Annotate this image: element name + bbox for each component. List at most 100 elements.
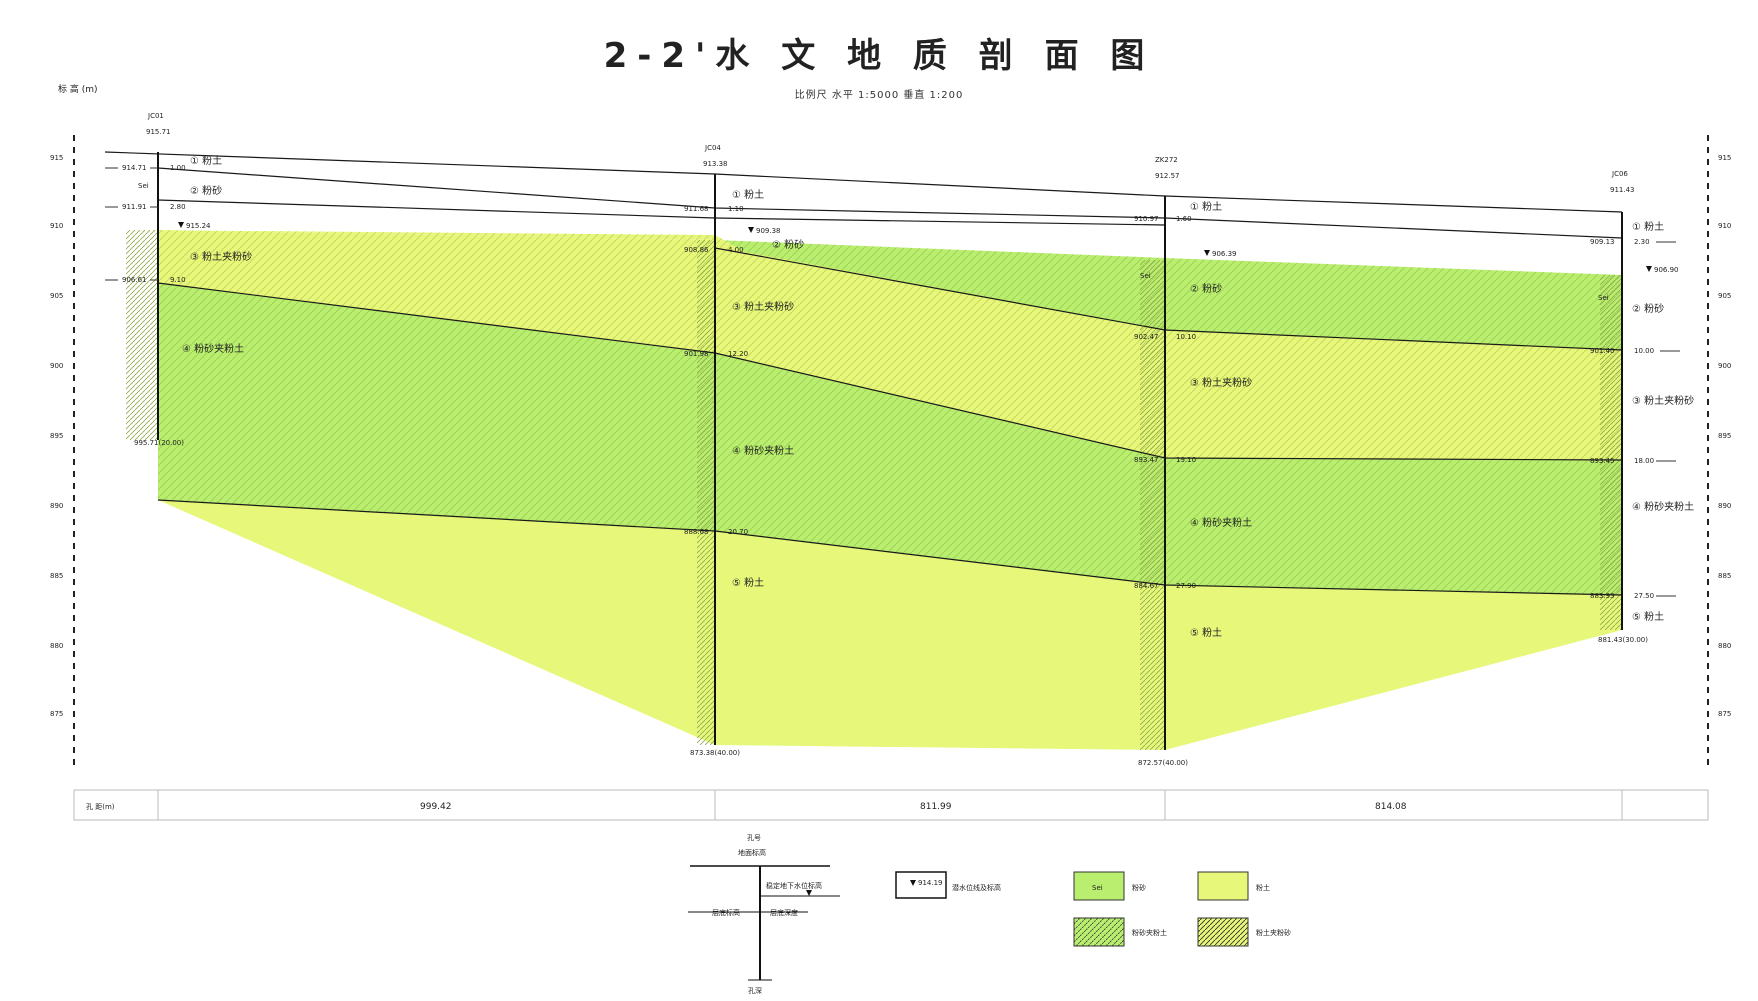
tick-label: 875 [1718, 710, 1731, 718]
tick-label: 915 [50, 154, 63, 162]
distance-value: 999.42 [420, 802, 452, 812]
layer-label: ① 粉土 [1190, 200, 1222, 213]
level-label: 901.40 [1590, 347, 1615, 355]
depth-label: 10.00 [1634, 347, 1654, 355]
layer-label: ③ 粉土夹粉砂 [1190, 376, 1252, 389]
layer-label: ② 粉砂 [772, 238, 804, 251]
legend-layer-bottom-elev: 层底标高 [712, 908, 740, 917]
borehole-lines [157, 152, 1623, 750]
borehole-elev-jc06: 911.43 [1610, 186, 1635, 194]
layer-label: ④ 粉砂夹粉土 [732, 444, 794, 457]
layer-label: ② 粉砂 [190, 184, 222, 197]
depth-label: 9.10 [170, 276, 186, 284]
layer-4-silt-sand-with-clay [158, 283, 1622, 595]
distance-header: 孔 距(m) [86, 803, 115, 811]
water-level-icon [178, 222, 184, 228]
legend-clay-key: 粉土 [1197, 871, 1270, 901]
bottom-label-jc06: 881.43(30.00) [1598, 636, 1648, 644]
level-label: 884.67 [1134, 582, 1159, 590]
level-label: 906.61 [122, 276, 147, 284]
depth-label: 1.00 [170, 164, 186, 172]
tick-label: 895 [50, 432, 63, 440]
water-level-label: 915.24 [186, 222, 211, 230]
level-label: 902.47 [1134, 333, 1159, 341]
layer-label: ⑤ 粉土 [1190, 626, 1222, 639]
sei-label: Sei [138, 182, 149, 190]
jc01-level-labels: 914.71 911.91 906.61 1.00 2.80 9.10 915.… [122, 164, 211, 284]
tick-label: 910 [50, 222, 63, 230]
tick-label: 885 [50, 572, 63, 580]
legend-ground-elev: 地面标高 [738, 848, 766, 857]
depth-label: 4.00 [728, 246, 744, 254]
borehole-id-jc01: JC01 [147, 112, 164, 120]
tick-label: 900 [1718, 362, 1731, 370]
layer-3-top-clay [130, 230, 745, 252]
borehole-id-jc06: JC06 [1611, 170, 1628, 178]
hatch-column-zk272 [1140, 260, 1165, 750]
legend-clay: 粉土 [1256, 883, 1270, 892]
boundary-4-5 [157, 499, 1623, 596]
layer-name-labels: ① 粉土 ② 粉砂 ③ 粉土夹粉砂 ④ 粉砂夹粉土 ① 粉土 ② 粉砂 ③ 粉土… [182, 154, 1694, 639]
scale-text: 比例尺 水平 1:5000 垂直 1:200 [794, 90, 964, 101]
layer-label: ② 粉砂 [1190, 282, 1222, 295]
layer-label: ⑤ 粉土 [1632, 610, 1664, 623]
depth-label: 2.80 [170, 203, 186, 211]
tick-label: 915 [1718, 154, 1731, 162]
legend-clay-with-silt-sand-key: 粉土夹粉砂 [1197, 917, 1291, 947]
legend-stable-water: 稳定地下水位标高 [766, 881, 822, 890]
water-level-icon [748, 227, 754, 233]
tick-label: 905 [1718, 292, 1731, 300]
distance-value: 811.99 [920, 802, 952, 812]
borehole-elev-zk272: 912.57 [1155, 172, 1180, 180]
bottom-label-jc04: 873.38(40.00) [690, 749, 740, 757]
depth-label: 10.10 [1176, 333, 1196, 341]
borehole-headers: JC01 915.71 JC04 913.38 ZK272 912.57 JC0… [146, 112, 1635, 194]
tick-label: 890 [1718, 502, 1731, 510]
level-label: 908.86 [684, 246, 709, 254]
level-label: 901.98 [684, 350, 709, 358]
borehole-id-zk272: ZK272 [1155, 156, 1178, 164]
legend-water-desc: 潜水位线及标高 [952, 883, 1001, 892]
tick-label: 880 [1718, 642, 1731, 650]
depth-label: 2.30 [1634, 238, 1650, 246]
left-tick-labels: 915 910 905 900 895 890 885 880 875 [50, 154, 63, 718]
water-level-label: 906.90 [1654, 266, 1679, 274]
depth-label: 19.10 [1176, 456, 1196, 464]
jc04-labels: 911.68 908.86 901.98 888.68 1.10 4.00 12… [684, 205, 781, 536]
layer-label: ① 粉土 [1632, 220, 1664, 233]
water-level-icon [1646, 266, 1652, 272]
level-label: 909.13 [1590, 238, 1615, 246]
layer-label: ④ 粉砂夹粉土 [182, 342, 244, 355]
level-label: 888.68 [684, 528, 709, 536]
jc01-elevation-marks [105, 167, 158, 281]
hatch-column-jc06 [1600, 275, 1622, 630]
legend-borehole-key: 孔号 地面标高 稳定地下水位标高 层底标高 层底深度 孔深 [688, 834, 840, 995]
jc06-right-marks [1656, 241, 1680, 597]
layer-label: ③ 粉土夹粉砂 [732, 300, 794, 313]
level-label: 911.68 [684, 205, 709, 213]
layer-label: ④ 粉砂夹粉土 [1632, 500, 1694, 513]
legend-hole-no: 孔号 [747, 834, 761, 842]
level-label: 893.45 [1590, 457, 1615, 465]
legend-silt-sand-with-clay-key: 粉砂夹粉土 [1073, 917, 1167, 947]
level-label: 910.97 [1134, 215, 1159, 223]
distance-value: 814.08 [1375, 802, 1407, 812]
depth-label: 1.10 [728, 205, 744, 213]
borehole-elev-jc01: 915.71 [146, 128, 171, 136]
depth-label: 12.20 [728, 350, 748, 358]
sei-label: Sei [1140, 272, 1151, 280]
legend-water-level-key: 914.19 潜水位线及标高 [895, 871, 1001, 899]
legend-layer-bottom-depth: 层底深度 [770, 908, 798, 917]
level-label: 893.47 [1134, 456, 1159, 464]
layer-label: ① 粉土 [732, 188, 764, 201]
legend-silt-sand-with-clay: 粉砂夹粉土 [1132, 928, 1167, 937]
water-level-icon [1204, 250, 1210, 256]
boundary-3-4 [157, 282, 1623, 461]
tick-label: 905 [50, 292, 63, 300]
elevation-axes [73, 135, 1709, 770]
layer-5-clay [158, 500, 1622, 750]
legend-sei: Sei [1092, 884, 1103, 892]
tick-label: 900 [50, 362, 63, 370]
water-level-label: 906.39 [1212, 250, 1237, 258]
